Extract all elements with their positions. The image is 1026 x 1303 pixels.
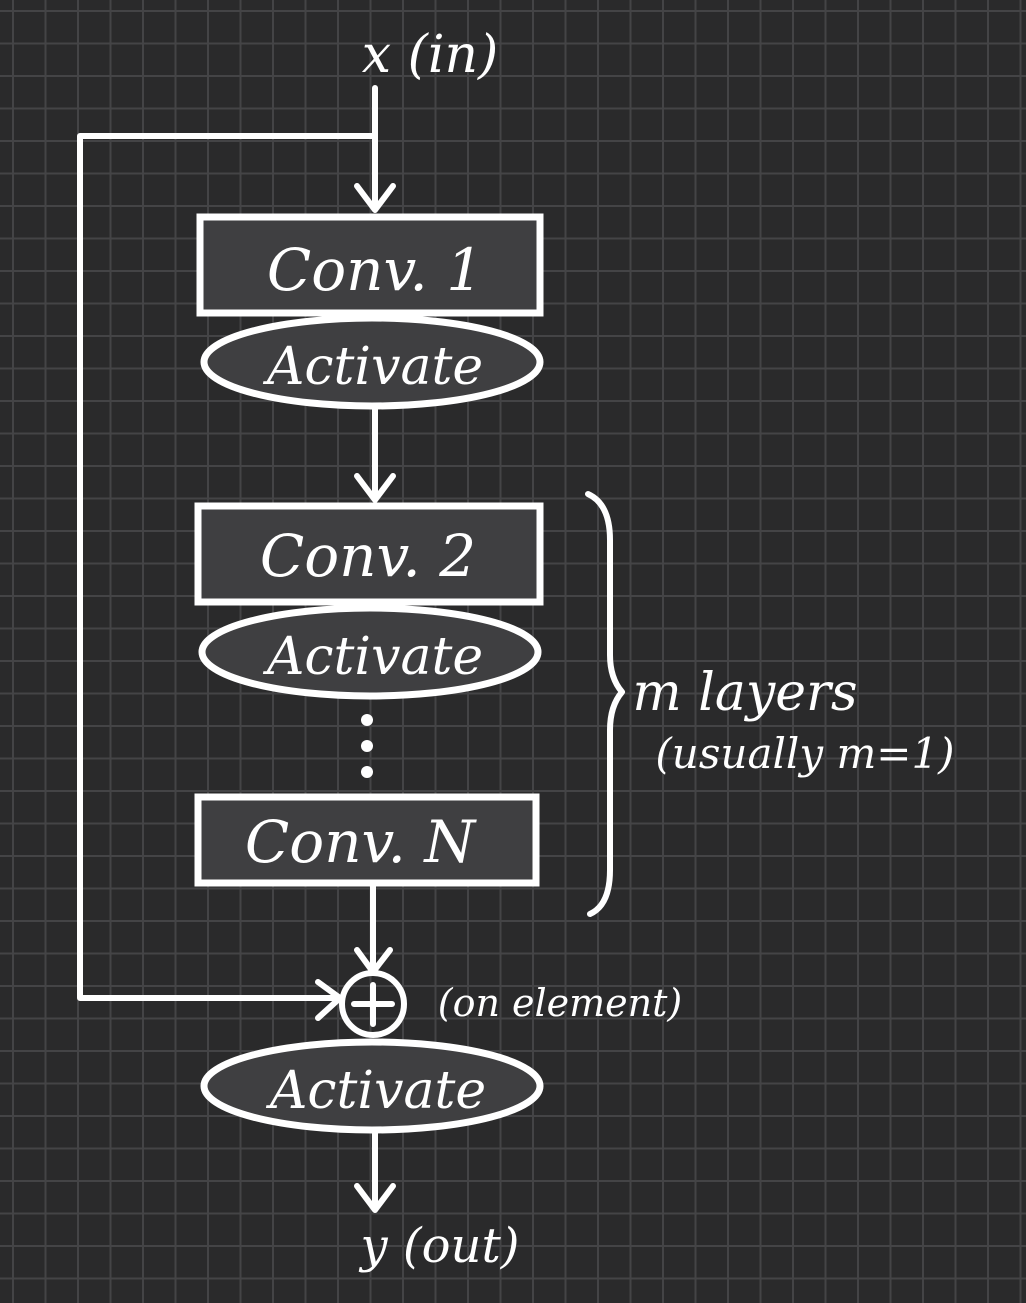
skip-connection-line [77,133,378,1001]
convN-label: Conv. N [245,808,477,876]
ellipsis-dot-3 [361,766,373,778]
output-arrowhead [354,1183,396,1213]
input-label: x (in) [362,25,499,85]
sum-plus-sign [351,982,395,1027]
activate1-label: Activate [263,337,483,397]
conv2-label: Conv. 2 [260,522,476,590]
sum-node [339,970,407,1038]
brace-label-line1: m layers [632,663,857,723]
convN-box [194,793,540,887]
conv1-box [196,213,544,317]
activate2-ellipse [198,604,542,700]
activate-out-label: Activate [266,1061,486,1121]
layers-brace [585,491,625,917]
activate-out-ellipse [200,1038,544,1134]
brace-label-line2: (usually m=1) [655,729,954,778]
activate1-ellipse [200,314,544,410]
conv1-label: Conv. 1 [267,236,483,304]
conv2-box [194,502,544,606]
activate2-label: Activate [263,627,483,687]
sum-note: (on element) [438,981,682,1025]
ellipsis-dot-2 [361,740,373,752]
arrowhead-conv2 [354,473,396,503]
input-arrowhead [354,183,396,213]
ellipsis-dot-1 [361,714,373,726]
output-label: y (out) [359,1218,520,1274]
